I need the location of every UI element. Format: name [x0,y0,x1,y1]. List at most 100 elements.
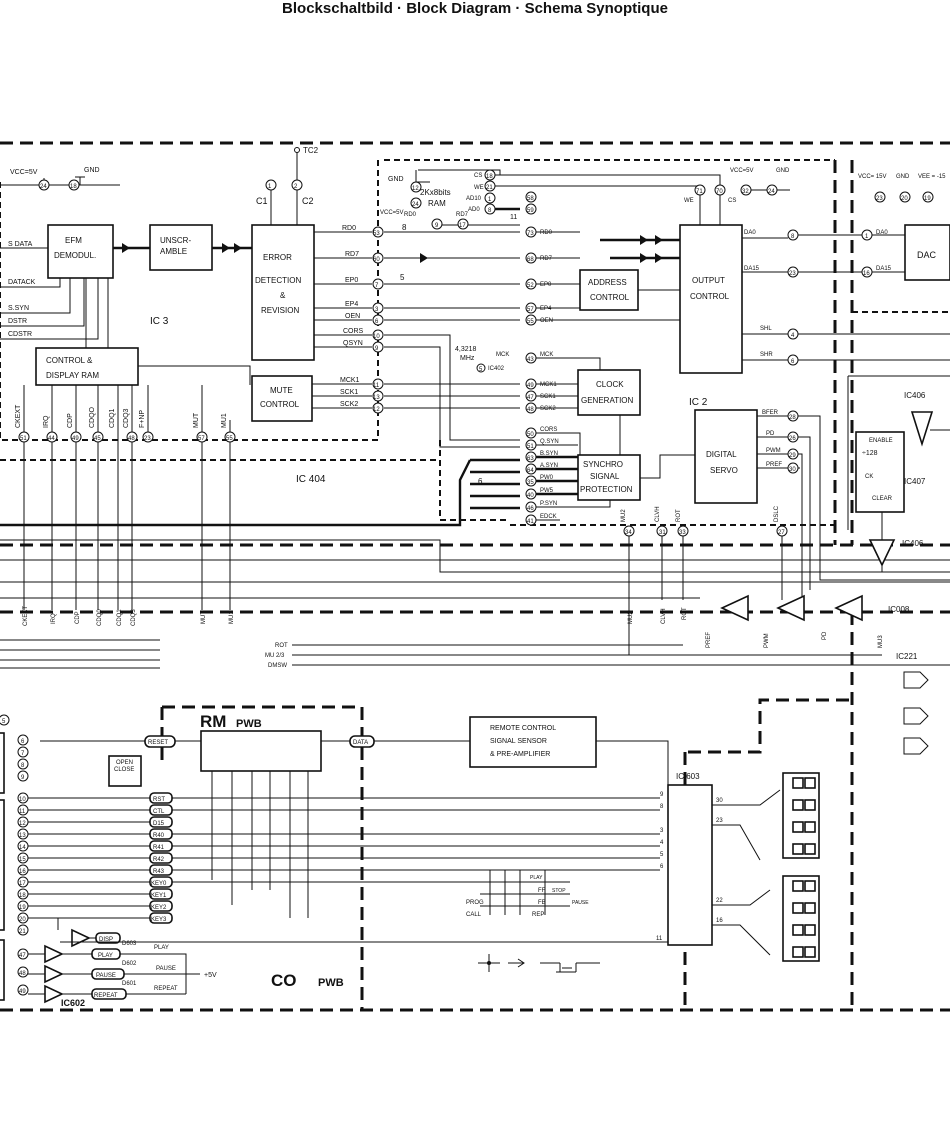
svg-text:18: 18 [486,174,493,180]
ic3-left-signals: S DATA DATACK S.SYN DSTR CDSTR [0,241,99,340]
svg-text:12: 12 [19,821,26,827]
legend-symbols [478,954,600,973]
svg-text:CDSTR: CDSTR [8,331,32,338]
svg-text:CTL: CTL [153,809,165,815]
svg-text:6: 6 [660,864,664,870]
svg-text:63: 63 [527,456,534,462]
svg-text:MU1: MU1 [229,611,235,624]
svg-text:7: 7 [21,751,25,757]
svg-text:VCC=5V: VCC=5V [380,210,404,216]
svg-text:DISPLAY RAM: DISPLAY RAM [46,371,99,380]
svg-text:3: 3 [660,828,664,834]
svg-text:20: 20 [19,917,26,923]
svg-text:13: 13 [19,833,26,839]
svg-text:60: 60 [373,257,380,263]
svg-text:RD7: RD7 [456,212,469,218]
svg-text:CDQ1: CDQ1 [109,408,116,428]
svg-text:CS: CS [728,198,736,204]
disp-key[interactable] [95,932,121,944]
svg-text:VEE = -15: VEE = -15 [918,174,946,180]
svg-text:D602: D602 [122,961,137,967]
svg-text:8: 8 [791,234,795,240]
svg-text:59: 59 [527,208,534,214]
svg-text:MUT: MUT [201,611,207,624]
control-display-ram-block: CONTROL & DISPLAY RAM [35,347,139,386]
svg-text:8: 8 [660,804,664,810]
svg-text:MU2: MU2 [628,611,634,624]
svg-text:CKEXT: CKEXT [15,404,22,428]
svg-text:43: 43 [527,357,534,363]
svg-text:PAUSE: PAUSE [572,900,589,906]
svg-text:23: 23 [144,436,151,442]
svg-text:48: 48 [128,436,135,442]
svg-text:22: 22 [716,898,723,904]
svg-text:PWM: PWM [764,633,770,648]
svg-text:MU3: MU3 [878,635,884,648]
svg-text:51: 51 [527,444,534,450]
mid-bus-labels: CKEXT IRQ CDP CDQ0 CDQ1 CDQ3 MUT MU1 MU2… [23,594,910,648]
svg-text:40: 40 [527,493,534,499]
svg-text:IC406: IC406 [902,539,924,548]
svg-text:D603: D603 [122,941,137,947]
svg-text:PAUSE: PAUSE [96,973,116,979]
svg-text:9: 9 [375,346,379,352]
ic603: IC 603 9 8 3 4 5 6 11 30 23 22 16 [60,772,820,962]
svg-text:R43: R43 [153,869,165,875]
svg-text:SCK2: SCK2 [340,401,358,408]
svg-text:RD7: RD7 [345,251,359,258]
svg-text:IC602: IC602 [61,998,85,1008]
svg-text:ROT: ROT [682,607,688,620]
digital-servo-block: DIGITAL SERVO IC 2 [689,397,758,504]
svg-text:8: 8 [488,208,492,214]
svg-text:EDCK: EDCK [540,514,557,520]
svg-text:PLAY: PLAY [154,945,169,951]
svg-text:13: 13 [373,395,380,401]
svg-text:35: 35 [527,480,534,486]
svg-text:16: 16 [19,869,26,875]
svg-text:PLAY: PLAY [98,953,113,959]
svg-text:RD7: RD7 [540,256,553,262]
svg-text:SIGNAL: SIGNAL [590,472,620,481]
svg-text:S DATA: S DATA [8,241,33,248]
svg-text:ERROR: ERROR [263,253,292,262]
svg-text:B.SYN: B.SYN [540,451,558,457]
svg-text:DEMODUL.: DEMODUL. [54,251,96,260]
co-pwb-lines: RST CTL D15 R40 R41 R42 R43 KEY0 KEY1 KE… [28,771,660,924]
svg-text:FB: FB [538,900,546,906]
svg-text:EFM: EFM [65,236,82,245]
svg-text:AD10: AD10 [466,196,482,202]
svg-text:WE: WE [684,198,694,204]
svg-text:AD0: AD0 [468,207,480,213]
svg-text:PWB: PWB [236,718,262,730]
svg-text:DA0: DA0 [876,230,888,236]
ic602-keys: DISP PLAY PAUSE REPEAT D603 PLAY D602 PA… [28,918,217,1008]
svg-text:OEN: OEN [540,318,553,324]
svg-text:11: 11 [656,936,663,942]
pin-24 [38,179,50,191]
svg-text:CK: CK [865,474,873,480]
data-label: DATA [353,740,368,746]
open-close-button[interactable] [108,755,142,787]
svg-text:IC221: IC221 [896,652,918,661]
svg-text:33: 33 [679,530,686,536]
svg-text:MHz: MHz [460,355,475,362]
svg-text:EP0: EP0 [345,277,358,284]
svg-text:51: 51 [20,436,27,442]
svg-text:REPEAT: REPEAT [154,986,178,992]
svg-text:1: 1 [865,234,869,240]
co-pwb-label: CO [271,971,297,990]
svg-text:Q.SYN: Q.SYN [540,439,559,445]
svg-text:GND: GND [388,176,404,183]
svg-text:30: 30 [716,798,723,804]
svg-text:UNSCR-: UNSCR- [160,236,191,245]
svg-text:RM: RM [200,712,226,731]
svg-text:4: 4 [791,333,795,339]
svg-text:CDP: CDP [67,413,74,428]
svg-text:C2: C2 [302,196,314,206]
svg-text:MCK1: MCK1 [340,377,360,384]
svg-text:ROT: ROT [676,509,682,522]
svg-text:&: & [280,291,286,300]
svg-text:÷128: ÷128 [862,450,878,457]
svg-text:PW5: PW5 [540,488,554,494]
svg-text:SHR: SHR [760,352,773,358]
